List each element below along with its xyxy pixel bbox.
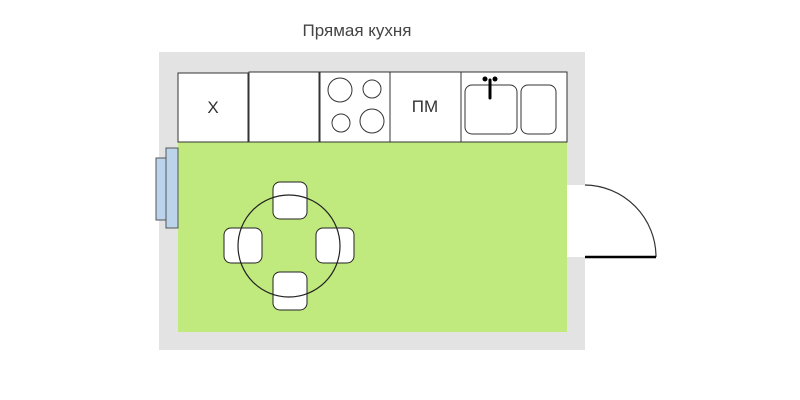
chair-left[interactable] [223,227,263,264]
chair-right[interactable] [315,227,355,264]
door-opening [567,185,587,257]
dining-set[interactable] [223,181,355,311]
sink-bowl-icon [520,84,557,135]
chair-bottom[interactable] [272,271,308,311]
round-table[interactable] [237,194,341,298]
cabinet-dishwasher[interactable]: ПМ [389,71,462,143]
cabinet-hob[interactable] [319,71,391,143]
dishwasher-label: ПМ [412,97,438,116]
faucet-icon [482,76,498,100]
cabinet-fridge[interactable]: Х [177,72,249,143]
burner-icon [359,108,385,134]
plan-title: Прямая кухня [303,21,412,40]
burner-icon [327,77,353,103]
window-icon [155,147,179,229]
cabinet-counter[interactable] [248,71,320,143]
cabinet-sink[interactable] [460,71,568,143]
burner-icon [331,113,351,133]
fridge-label: Х [207,98,218,117]
door-icon[interactable] [584,184,657,259]
burner-icon [362,79,382,99]
chair-top[interactable] [272,181,308,220]
